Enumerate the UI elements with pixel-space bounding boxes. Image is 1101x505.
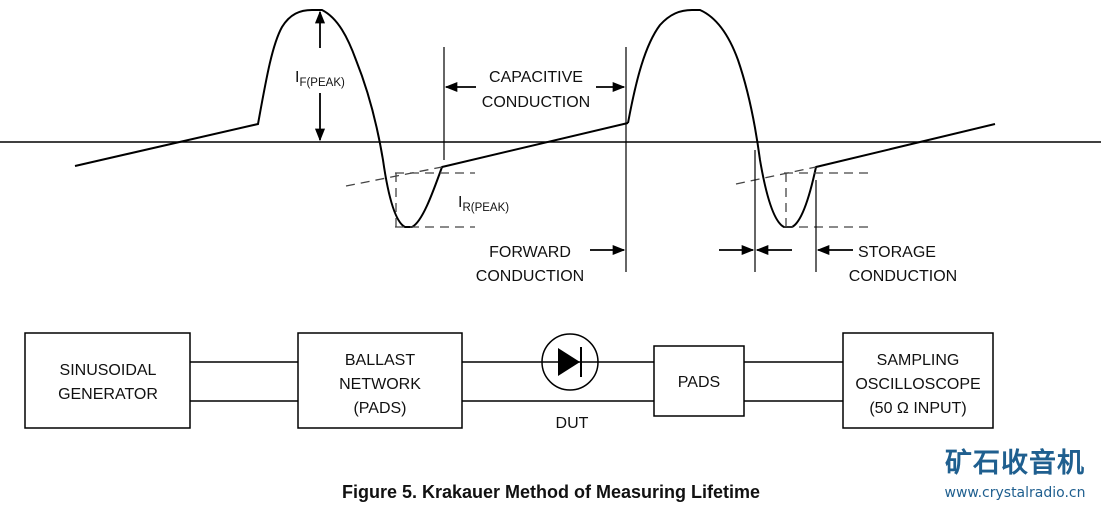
- waveform-cycle-2: [627, 9, 996, 228]
- watermark-title: 矿石收音机: [945, 447, 1085, 479]
- pads-block: [653, 345, 745, 417]
- ramp-extension-1: [345, 166, 443, 187]
- capacitive-label-line1: CAPACITIVE: [489, 69, 583, 86]
- forward-label-line1: FORWARD: [489, 244, 571, 261]
- scope-label-line2: OSCILLOSCOPE: [855, 376, 980, 393]
- dut-label: DUT: [556, 415, 589, 432]
- waveform-section: IF(PEAK) IR(PEAK) CAPACITIVE CONDUCTION …: [0, 9, 1101, 285]
- forward-label-line2: CONDUCTION: [476, 268, 584, 285]
- scope-label-line1: SAMPLING: [877, 352, 960, 369]
- ballast-label-line3: (PADS): [353, 400, 406, 417]
- capacitive-label-line2: CONDUCTION: [482, 94, 590, 111]
- if-peak-label: IF(PEAK): [295, 69, 345, 89]
- figure-caption: Figure 5. Krakauer Method of Measuring L…: [342, 482, 760, 502]
- scope-label-line3: (50 Ω INPUT): [869, 400, 966, 417]
- watermark-url: www.crystalradio.cn: [945, 485, 1086, 501]
- ir-peak-label: IR(PEAK): [458, 194, 509, 214]
- waveform-cycle-1: [74, 9, 629, 228]
- block-diagram: SINUSOIDAL GENERATOR BALLAST NETWORK (PA…: [24, 332, 994, 432]
- diode-icon: [541, 333, 599, 391]
- storage-label-line2: CONDUCTION: [849, 268, 957, 285]
- sampling-oscilloscope-block: [842, 332, 994, 429]
- ballast-network-block: [297, 332, 463, 429]
- storage-label-line1: STORAGE: [858, 244, 936, 261]
- pads-label: PADS: [678, 374, 720, 391]
- watermark: 矿石收音机 www.crystalradio.cn: [945, 447, 1086, 501]
- ramp-extension-2: [735, 166, 817, 185]
- generator-label-line2: GENERATOR: [58, 386, 158, 403]
- sinusoidal-generator-block: [24, 332, 191, 429]
- generator-label-line1: SINUSOIDAL: [60, 362, 157, 379]
- ballast-label-line1: BALLAST: [345, 352, 415, 369]
- ballast-label-line2: NETWORK: [339, 376, 421, 393]
